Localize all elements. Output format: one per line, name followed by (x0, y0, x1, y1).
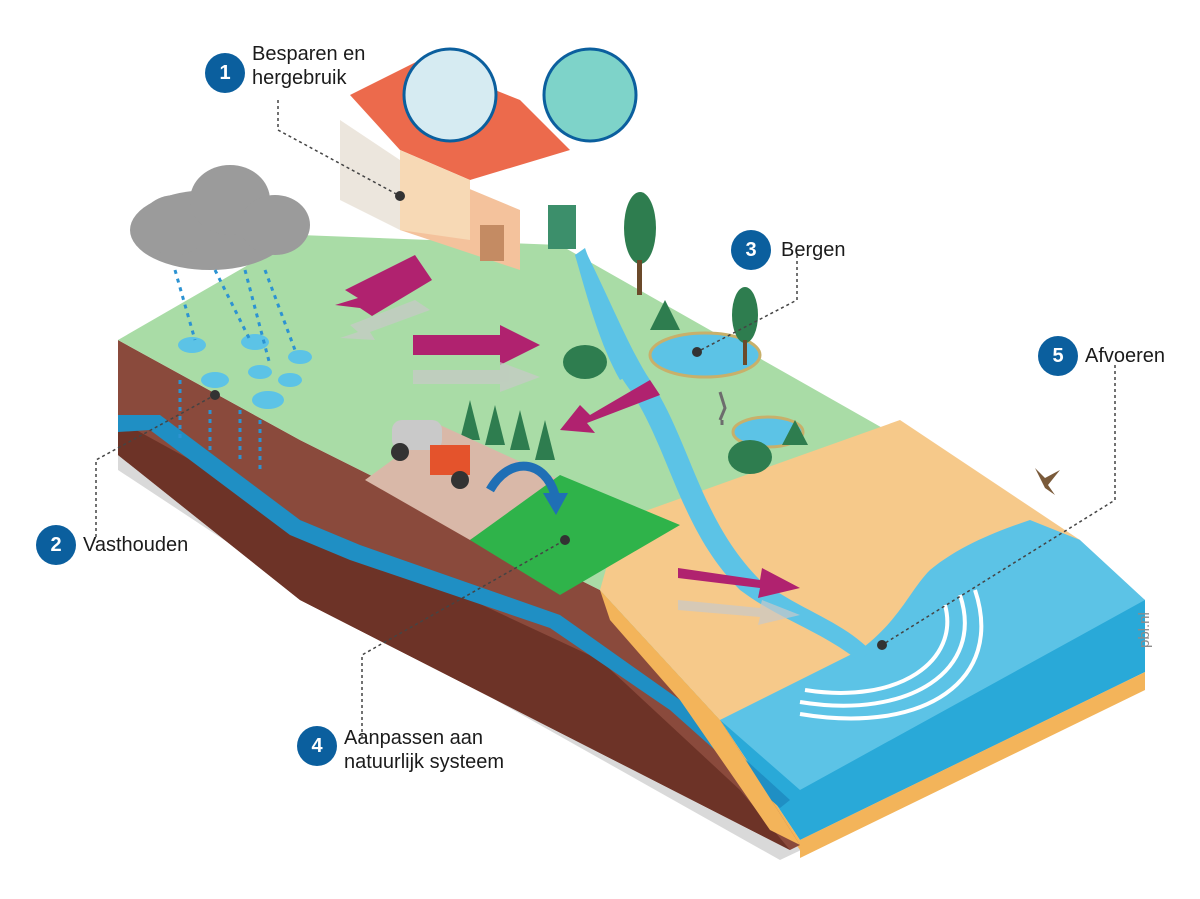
green-field (470, 475, 680, 595)
rain-lines (173, 269, 297, 470)
callout-label-1: Besparen en hergebruik (252, 42, 365, 90)
callout-badge-4: 4 (297, 726, 337, 766)
irrigation-arrow (486, 461, 560, 497)
tap-bubble (542, 47, 638, 143)
callout-label-4: Aanpassen aan natuurlijk systeem (344, 726, 504, 774)
callout-1-line-1: Besparen en (252, 43, 366, 65)
callout-badge-3: 3 (731, 230, 771, 270)
callout-label-2: Vasthouden (83, 533, 188, 557)
rain-cloud (130, 165, 310, 270)
flow-arrows (335, 255, 800, 598)
river-upper (575, 248, 640, 380)
tractor (391, 420, 470, 489)
callout-4-line-1: Aanpassen aan (344, 727, 484, 749)
callout-label-3: Bergen (781, 238, 846, 262)
sea-surface (720, 520, 1145, 790)
beach-surface (600, 420, 1080, 720)
leader-dots (210, 191, 887, 650)
callout-4-line-2: natuurlijk systeem (344, 751, 505, 773)
callout-label-5: Afvoeren (1085, 344, 1165, 368)
callout-3-line-1: Bergen (781, 239, 846, 261)
source-credit: pbl.nl (1136, 612, 1153, 648)
trees (563, 192, 772, 474)
rain-puddles (178, 334, 312, 409)
irrigation-arrow-head (543, 493, 568, 515)
sea-waves (799, 589, 984, 721)
callout-badge-5: 5 (1038, 336, 1078, 376)
pond (648, 331, 762, 379)
crops (460, 300, 808, 460)
heron (718, 391, 727, 425)
leader-lines (95, 100, 1116, 738)
callout-badge-1: 1 (205, 53, 245, 93)
shadow-arrows (340, 300, 800, 625)
callout-badge-2: 2 (36, 525, 76, 565)
groundwater-layer (118, 415, 790, 808)
callout-5-line-1: Afvoeren (1085, 345, 1166, 367)
seagull (1035, 468, 1060, 495)
callout-2-line-1: Vasthouden (83, 534, 189, 556)
sand-slope (600, 590, 800, 845)
sand-layer-right (800, 672, 1145, 858)
shower-bubble (402, 47, 498, 143)
river (575, 250, 870, 662)
callout-1-line-2: hergebruik (252, 67, 347, 89)
